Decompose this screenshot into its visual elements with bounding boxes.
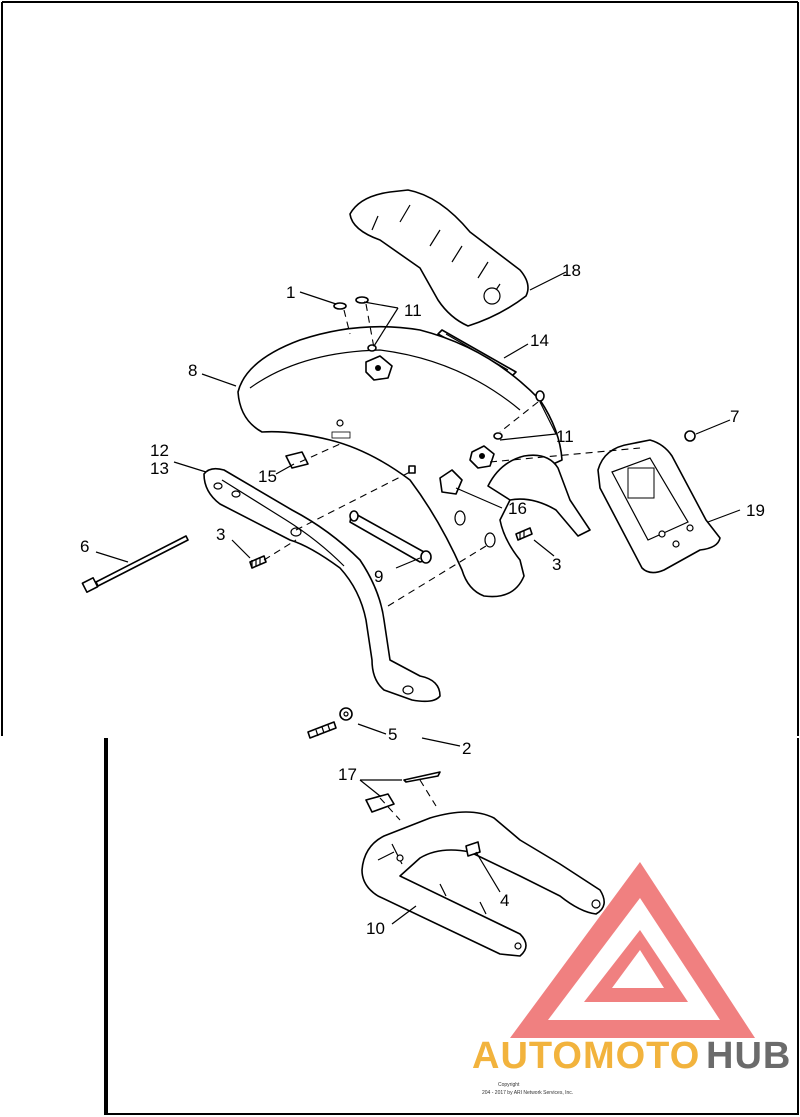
part-19-license-bracket — [597, 439, 721, 574]
part-3-bolt-left — [249, 555, 267, 569]
copyright: Copyright 204 - 2017 by ARI Network Serv… — [482, 1082, 573, 1096]
callout-16: 16 — [508, 499, 527, 518]
part-6-long-bolt — [81, 535, 189, 593]
copyright-line2: 204 - 2017 by ARI Network Services, Inc. — [482, 1090, 573, 1096]
callout-3-right: 3 — [552, 555, 561, 574]
callout-8: 8 — [188, 361, 197, 380]
callout-14: 14 — [530, 331, 549, 350]
callout-11-top: 11 — [404, 301, 422, 320]
part-5-bolt — [307, 721, 337, 739]
watermark-brand-part1: AUTOMOTO — [472, 1035, 700, 1077]
callout-2: 2 — [462, 739, 471, 758]
callout-17: 17 — [338, 765, 357, 784]
callout-4: 4 — [500, 891, 509, 910]
callout-12: 12 — [150, 441, 169, 460]
callout-18: 18 — [562, 261, 581, 280]
callout-10: 10 — [366, 919, 385, 938]
callout-5: 5 — [388, 725, 397, 744]
watermark-logo-icon — [510, 862, 755, 1038]
callout-3-left: 3 — [216, 525, 225, 544]
callout-9: 9 — [374, 567, 383, 586]
part-12-13-support-bracket — [203, 467, 441, 703]
watermark-brand-part2: HUB — [706, 1035, 791, 1077]
callout-6: 6 — [80, 537, 89, 556]
callout-13: 13 — [150, 459, 169, 478]
callout-19: 19 — [746, 501, 765, 520]
callout-15: 15 — [258, 467, 277, 486]
part-18-pad — [349, 189, 529, 327]
callout-1: 1 — [286, 283, 295, 302]
copyright-line1: Copyright — [498, 1082, 520, 1088]
assembly-dashed-lines — [263, 303, 641, 821]
part-2-washer — [339, 707, 353, 721]
leader-lines — [95, 271, 741, 925]
part-10-lower-support — [361, 811, 605, 957]
watermark-brand: AUTOMOTO HUB — [472, 1035, 791, 1077]
part-9-spacer — [349, 510, 432, 564]
part-fender-liner — [487, 454, 591, 537]
callout-labels: 1 2 3 3 4 5 6 7 8 9 10 11 11 12 13 14 15… — [80, 261, 765, 938]
callout-7: 7 — [730, 407, 739, 426]
part-17-pads — [365, 771, 441, 813]
part-3-bolt-right — [515, 527, 533, 541]
hardware-small-parts — [285, 296, 696, 495]
part-8-rear-fender — [237, 325, 563, 598]
callout-11-mid: 11 — [556, 427, 574, 446]
